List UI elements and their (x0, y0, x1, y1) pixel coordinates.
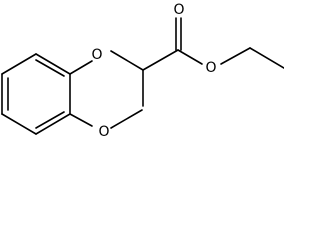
atom-labels: O O O O (91, 2, 216, 140)
ring-to-methoxy-oxygen-bond (69, 113, 93, 127)
methoxy-oxygen-to-methyl-bond (110, 109, 143, 129)
ring-double-bond-inner-2 (35, 111, 65, 129)
ring-double-bond-inner-1 (35, 59, 65, 77)
substituent-bonds (69, 17, 284, 129)
molecule-structure: O O O O (1, 2, 284, 140)
structure-canvas: O O O O (1, 2, 284, 140)
ethyl-terminal-bond (249, 47, 284, 69)
ether-oxygen-to-quaternary-carbon-bond (110, 50, 144, 71)
carbonyl-oxygen-label: O (173, 2, 184, 18)
methoxy-oxygen-label: O (98, 124, 109, 140)
ring-bond-6 (1, 53, 37, 75)
ring-to-ether-oxygen-bond (69, 60, 93, 75)
quaternary-carbon-to-carbonyl-carbon-bond (142, 49, 179, 71)
carbonyl-carbon-to-ester-oxygen-bond (177, 49, 203, 65)
benzene-ring (1, 53, 71, 135)
ring-bond-3 (35, 113, 71, 135)
ester-oxygen-label: O (205, 60, 216, 76)
ether-oxygen-label: O (91, 47, 102, 63)
ester-oxygen-to-ethyl-bond (220, 47, 251, 65)
ring-bond-4 (1, 113, 37, 135)
ring-bond-1 (35, 53, 71, 75)
